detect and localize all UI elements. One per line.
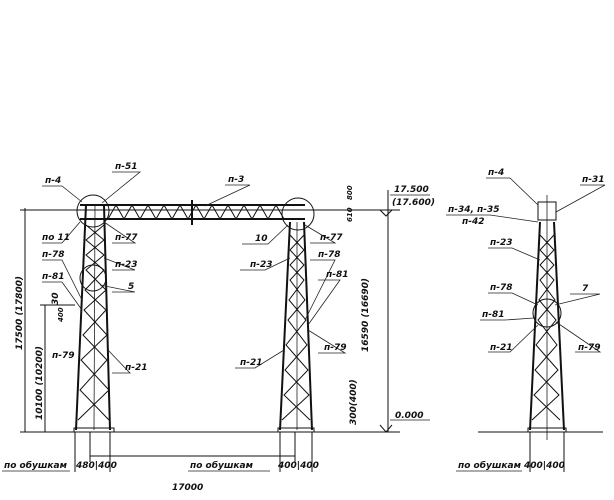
side-label-p23: п-23 [490, 238, 512, 248]
side-label-p42: п-42 [462, 217, 484, 227]
side-label-node-7: 7 [582, 284, 589, 294]
label-p3: п-3 [228, 175, 244, 185]
label-p79-right: п-79 [324, 343, 346, 353]
right-tower [277, 197, 315, 433]
side-label-p21: п-21 [490, 343, 512, 353]
dim-total-height: 17500 (17800) [15, 276, 25, 350]
dim-left-base: 480|400 [75, 461, 117, 471]
side-label-p4: п-4 [488, 168, 504, 178]
label-p81-right: п-81 [326, 270, 348, 280]
side-tower [527, 195, 567, 440]
label-p21-right: п-21 [240, 358, 262, 368]
note-left: по обушкам [4, 460, 68, 471]
label-p77-right: п-77 [320, 233, 343, 243]
left-tower [73, 194, 115, 433]
label-p78: п-78 [42, 250, 64, 260]
label-p51: п-51 [115, 162, 137, 172]
detail-circle-5 [79, 264, 107, 292]
label-node-5: 5 [128, 282, 134, 292]
label-p77: п-77 [115, 233, 138, 243]
elev-ground: 0.000 [395, 411, 423, 421]
dim-span: 17000 [172, 483, 203, 493]
side-label-p79: п-79 [578, 343, 600, 353]
dim-lower-height: 10100 (10200) [35, 346, 45, 420]
label-underlines [2, 194, 522, 472]
label-p81: п-81 [42, 272, 64, 282]
dim-400: 400 [57, 307, 65, 322]
crossbeam-truss [20, 200, 400, 225]
dim-800: 800 [346, 185, 354, 200]
label-po11: по 11 [42, 233, 70, 243]
detail-circle-7 [532, 298, 562, 328]
side-label-p34-35: п-34, п-35 [448, 205, 500, 215]
side-dim-base: 400|400 [523, 461, 565, 471]
label-p78-right: п-78 [318, 250, 340, 260]
label-p23: п-23 [115, 260, 137, 270]
side-note: по обушкам [458, 460, 522, 471]
dim-height-right: 16590 (16690) [361, 278, 371, 352]
dim-30: 30 [51, 292, 61, 305]
label-node-10: 10 [255, 234, 268, 244]
label-p21: п-21 [125, 363, 147, 373]
elev-top: 17.500 [394, 185, 429, 195]
leader-lines [42, 171, 606, 374]
dimension-lines [24, 190, 565, 472]
side-label-p81: п-81 [482, 310, 504, 320]
label-p4: п-4 [45, 176, 61, 186]
note-right: по обушкам [190, 460, 254, 471]
detail-circle-10 [281, 197, 315, 231]
dim-base: 300(400) [349, 379, 359, 425]
detail-circle-left-top [76, 194, 110, 228]
side-label-p78: п-78 [490, 283, 512, 293]
label-p23-right: п-23 [250, 260, 272, 270]
label-p79: п-79 [52, 351, 74, 361]
elev-top-alt: (17.600) [392, 198, 435, 208]
dim-610: 610 [346, 207, 354, 222]
side-label-p31: п-31 [582, 175, 604, 185]
dim-right-base: 400|400 [277, 461, 319, 471]
